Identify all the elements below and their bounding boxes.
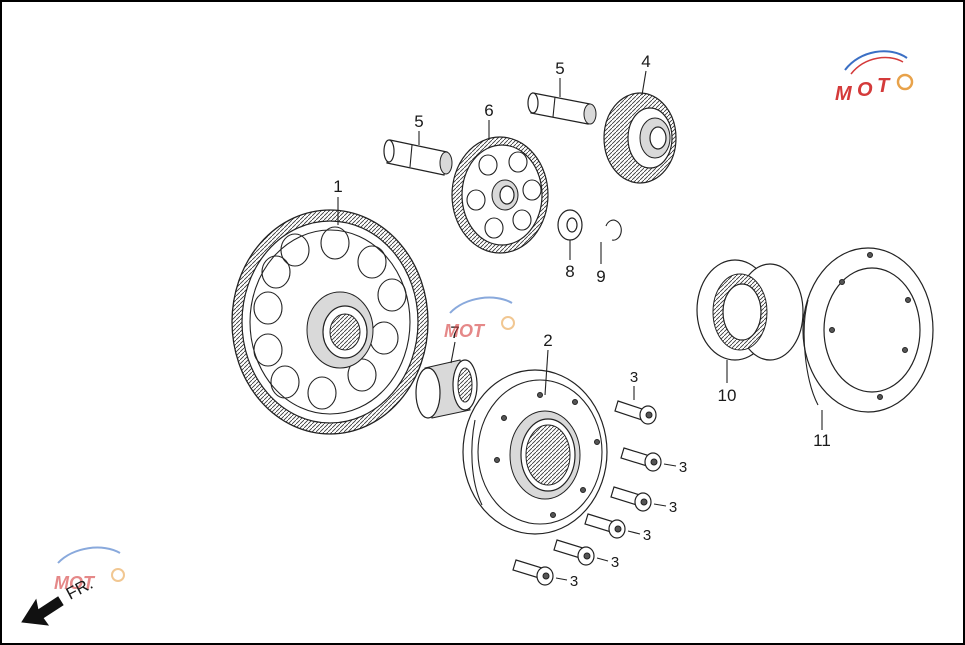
- svg-text:MOT: MOT: [54, 573, 96, 593]
- label-part-6: 6: [484, 101, 493, 120]
- svg-text:T: T: [877, 75, 891, 97]
- watermark-logo-bottom: MOT: [54, 546, 125, 593]
- bolts: [512, 400, 662, 586]
- label-part-5-b: 5: [414, 112, 423, 131]
- bolt-3: [610, 486, 652, 512]
- bolt-6: [512, 559, 554, 586]
- svg-text:O: O: [857, 79, 873, 101]
- part-labels: 1 2 3 3 3 3 3 3 4 5 5 6 7 8 9 10 11: [333, 52, 831, 590]
- label-part-7: 7: [450, 323, 459, 342]
- circlip: [605, 219, 622, 241]
- large-gear: [231, 209, 429, 435]
- label-part-3-d: 3: [643, 527, 651, 544]
- watermark-logo-top: M O T: [835, 50, 914, 105]
- watermark-logo-middle: MOT: [444, 296, 515, 341]
- bolt-1: [614, 400, 657, 425]
- needle-bearing: [415, 359, 478, 419]
- bolt-5: [553, 539, 595, 566]
- label-part-3-b: 3: [679, 459, 687, 476]
- shaft-lower: [383, 139, 453, 176]
- starter-clutch-outer: [462, 369, 608, 535]
- bevel-gear: [603, 92, 677, 184]
- bolt-2: [620, 447, 662, 472]
- bolt-4: [584, 513, 626, 539]
- label-part-9: 9: [596, 267, 605, 286]
- label-part-3-c: 3: [669, 499, 677, 516]
- clutch-plate: [802, 247, 934, 413]
- one-way-clutch: [696, 259, 804, 361]
- label-part-3-f: 3: [570, 573, 578, 590]
- label-part-5-a: 5: [555, 59, 564, 78]
- shaft-upper: [527, 92, 597, 125]
- label-part-3-a: 3: [630, 369, 638, 386]
- svg-text:MOT: MOT: [444, 321, 486, 341]
- svg-text:M: M: [835, 83, 853, 105]
- label-part-8: 8: [565, 262, 574, 281]
- leader-lines: [337, 70, 823, 581]
- label-part-11: 11: [813, 431, 831, 450]
- idle-gear: [451, 136, 549, 254]
- label-part-4: 4: [641, 52, 650, 71]
- washer: [557, 209, 583, 241]
- label-part-10: 10: [718, 386, 737, 405]
- label-part-1: 1: [333, 177, 342, 196]
- label-part-2: 2: [543, 331, 552, 350]
- label-part-3-e: 3: [611, 554, 619, 571]
